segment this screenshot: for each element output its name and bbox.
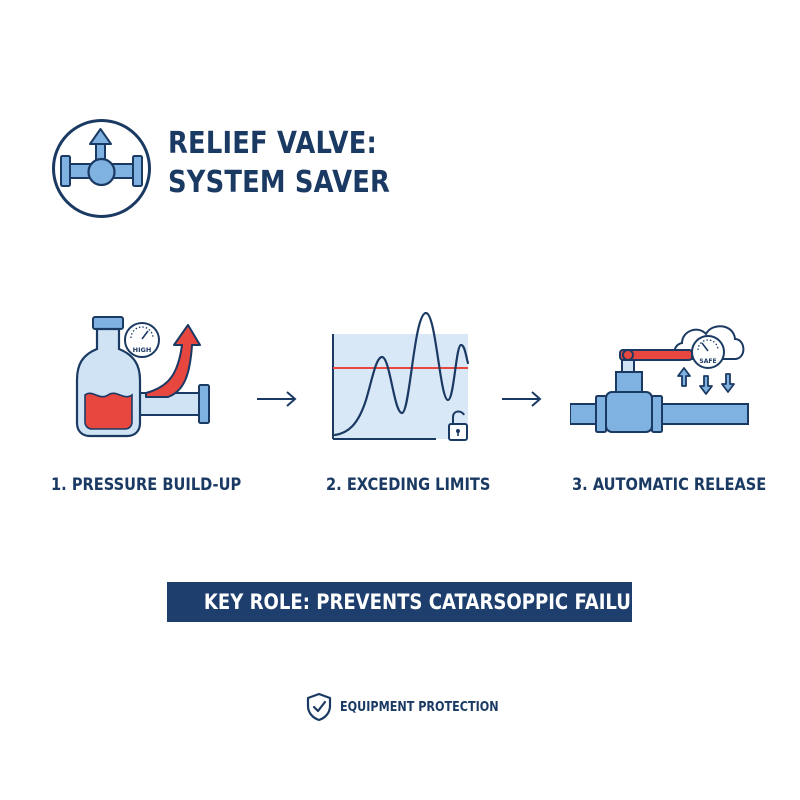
valve-up-arrow-icon — [52, 119, 151, 218]
safe-badge: SAFE — [699, 358, 716, 365]
key-role-text: KEY ROLE: PREVENTS CATARSOPPIC FAILURE — [203, 590, 632, 614]
high-badge: HIGH — [133, 346, 152, 354]
key-role-banner: KEY ROLE: PREVENTS CATARSOPPIC FAILURE — [167, 582, 632, 622]
title-line-2: SYSTEM SAVER — [168, 165, 391, 200]
step-label-3: 3. AUTOMATIC RELEASE — [572, 475, 767, 495]
tank-pressure-icon: HIGH — [75, 316, 210, 438]
valve-release-icon: SAFE — [570, 325, 749, 433]
pressure-spike-chart-icon — [332, 311, 470, 441]
step-label-2: 2. EXCEDING LIMITS — [326, 475, 491, 495]
shield-check-icon — [306, 692, 332, 722]
footer: EQUIPMENT PROTECTION — [306, 690, 524, 724]
step-label-1: 1. PRESSURE BUILD-UP — [51, 475, 242, 495]
footer-text: EQUIPMENT PROTECTION — [340, 699, 499, 715]
title-line-1: RELIEF VALVE: — [168, 126, 377, 161]
page-title: RELIEF VALVE: SYSTEM SAVER — [168, 124, 390, 202]
arrow-right-icon — [257, 391, 297, 407]
arrow-right-icon — [502, 391, 542, 407]
